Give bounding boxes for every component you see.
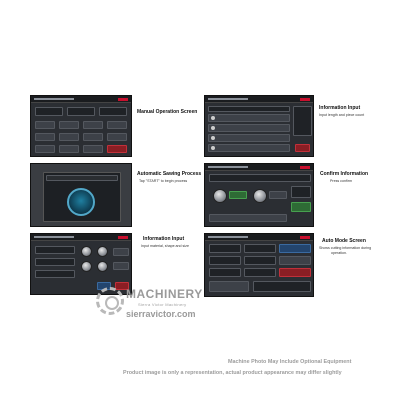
info-field xyxy=(209,268,241,277)
info-field xyxy=(209,256,241,265)
info-field xyxy=(209,244,241,253)
control-button[interactable] xyxy=(59,145,79,153)
screen-automatic-sawing xyxy=(30,163,132,227)
row-action-icon[interactable] xyxy=(211,146,215,150)
brand-logo-icon xyxy=(300,236,310,239)
table-row[interactable] xyxy=(208,144,290,152)
confirm-button[interactable] xyxy=(295,144,310,152)
screen-title: Auto Mode Screen xyxy=(322,238,366,244)
screen-description: Shows cutting information during xyxy=(319,246,372,250)
screen-title: Information Input xyxy=(143,236,185,242)
screen-header-bar xyxy=(205,164,313,171)
material-icon xyxy=(213,189,227,203)
watermark: MACHINERY Sierra Victor Machinery sierra… xyxy=(96,283,216,327)
input-field[interactable] xyxy=(35,246,75,254)
row-action-icon[interactable] xyxy=(211,136,215,140)
shape-select-icon[interactable] xyxy=(81,261,92,272)
status-bar xyxy=(209,214,287,222)
screen-information-input-material xyxy=(30,233,132,295)
screen-title: Manual Operation Screen xyxy=(137,109,198,115)
control-button[interactable] xyxy=(107,121,127,129)
screen-description: Press confirm xyxy=(330,179,352,183)
shape-select-icon[interactable] xyxy=(97,261,108,272)
input-field[interactable] xyxy=(35,258,75,266)
dialog-title xyxy=(46,175,118,181)
control-button[interactable] xyxy=(83,121,103,129)
info-panel xyxy=(209,174,311,182)
screen-confirm-information xyxy=(204,163,314,227)
info-field xyxy=(244,244,276,253)
table-header xyxy=(208,106,290,112)
watermark-subtitle: Sierra Victor Machinery xyxy=(138,302,187,307)
screen-auto-mode xyxy=(204,233,314,297)
control-button[interactable] xyxy=(83,133,103,141)
control-button[interactable] xyxy=(83,145,103,153)
shape-icon xyxy=(253,189,267,203)
table-row[interactable] xyxy=(208,134,290,142)
start-button[interactable] xyxy=(67,188,95,216)
screen-description: Input material, shape and size xyxy=(141,244,189,248)
display-field xyxy=(67,107,95,116)
info-field xyxy=(279,244,311,253)
brand-logo-icon xyxy=(300,166,310,169)
control-button[interactable] xyxy=(107,133,127,141)
brand-logo-icon xyxy=(118,236,128,239)
row-action-icon[interactable] xyxy=(211,116,215,120)
status-bar xyxy=(209,281,249,292)
screen-title: Confirm Information xyxy=(320,171,369,177)
screen-title: Information Input xyxy=(319,105,361,111)
screen-header-bar xyxy=(205,96,313,103)
table-row[interactable] xyxy=(208,124,290,132)
size-field[interactable] xyxy=(113,248,129,256)
ok-button[interactable] xyxy=(291,202,311,212)
screen-header-bar xyxy=(31,234,131,241)
disclaimer-line-1: Machine Photo May Include Optional Equip… xyxy=(228,359,352,365)
shape-select-icon[interactable] xyxy=(81,246,92,257)
value-field xyxy=(291,186,311,198)
side-panel xyxy=(293,106,312,136)
screen-description: operation. xyxy=(331,251,347,255)
screen-title: Automatic Sawing Process xyxy=(137,171,202,177)
brand-logo-icon xyxy=(300,98,310,101)
watermark-url: sierravictor.com xyxy=(126,309,196,319)
input-field[interactable] xyxy=(35,270,75,278)
size-field[interactable] xyxy=(113,262,129,270)
brand-logo-icon xyxy=(118,98,128,101)
control-button[interactable] xyxy=(59,121,79,129)
screen-description: Input length and piece count xyxy=(319,113,365,117)
table-row[interactable] xyxy=(208,114,290,122)
shape-select-icon[interactable] xyxy=(97,246,108,257)
info-field xyxy=(279,256,311,265)
screen-manual-operation xyxy=(30,95,132,157)
screen-header-bar xyxy=(205,234,313,241)
gear-logo-icon xyxy=(96,287,124,315)
confirm-button[interactable] xyxy=(229,191,247,199)
info-field xyxy=(244,268,276,277)
row-action-icon[interactable] xyxy=(211,126,215,130)
screen-description: Tap "START" to begin process xyxy=(139,179,188,183)
status-bar xyxy=(253,281,311,292)
display-field xyxy=(35,107,63,116)
control-button[interactable] xyxy=(35,145,55,153)
display-field xyxy=(99,107,127,116)
back-button[interactable] xyxy=(115,282,129,290)
screen-header-bar xyxy=(31,96,131,103)
info-field xyxy=(244,256,276,265)
value-field xyxy=(269,191,287,199)
control-button[interactable] xyxy=(35,121,55,129)
disclaimer-line-2: Product image is only a representation, … xyxy=(123,370,342,376)
screen-information-input-length xyxy=(204,95,314,157)
stop-button[interactable] xyxy=(107,145,127,153)
status-field xyxy=(279,268,311,277)
control-button[interactable] xyxy=(59,133,79,141)
watermark-brand: MACHINERY xyxy=(126,287,203,301)
control-button[interactable] xyxy=(35,133,55,141)
